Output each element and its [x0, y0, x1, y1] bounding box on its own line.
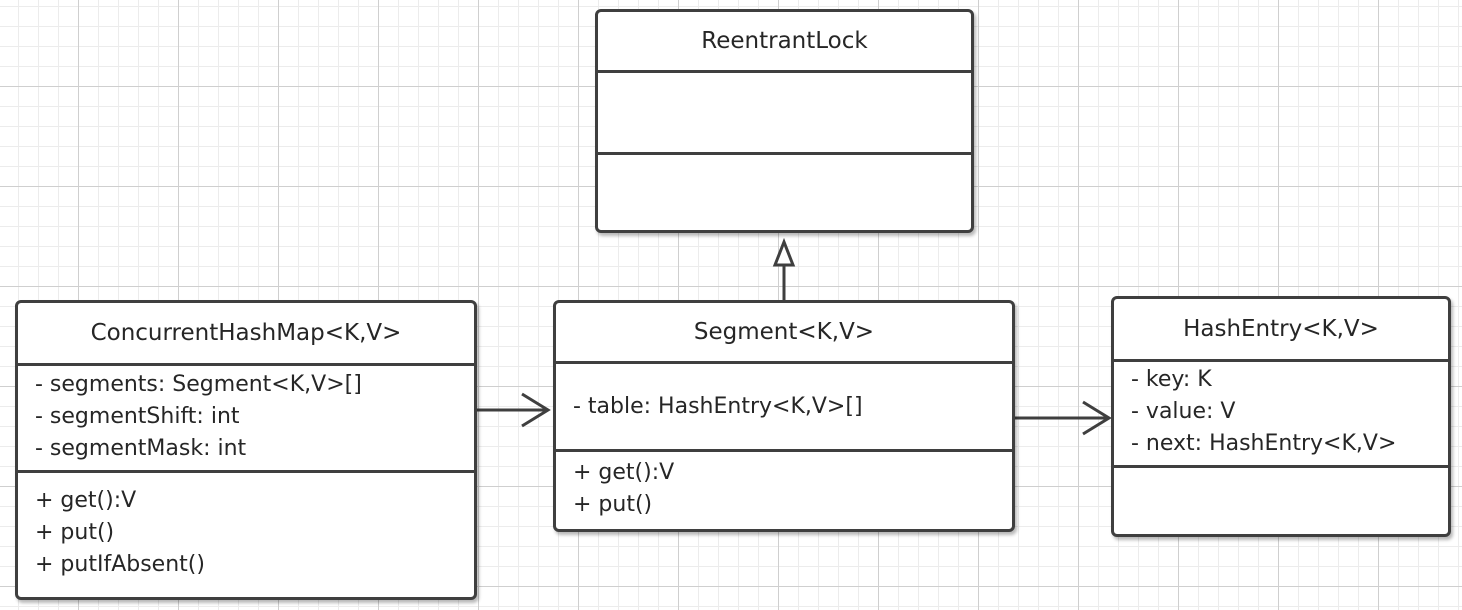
attribute: - segmentMask: int — [35, 436, 247, 461]
attribute: - segments: Segment<K,V>[] — [35, 372, 362, 397]
methods-section — [1114, 468, 1448, 534]
association-arrowhead-map-segment — [521, 392, 551, 428]
association-arrowhead-segment-entry — [1082, 400, 1112, 436]
class-hash-entry[interactable]: HashEntry<K,V> - key: K - value: V - nex… — [1111, 296, 1451, 537]
attributes-section: - key: K - value: V - next: HashEntry<K,… — [1114, 362, 1448, 468]
attribute: - key: K — [1131, 367, 1212, 392]
attributes-section: - table: HashEntry<K,V>[] — [556, 364, 1012, 452]
method: + get():V — [35, 488, 137, 513]
attribute: - table: HashEntry<K,V>[] — [573, 393, 863, 419]
class-concurrent-hash-map[interactable]: ConcurrentHashMap<K,V> - segments: Segme… — [15, 300, 477, 600]
attribute: - segmentShift: int — [35, 404, 240, 429]
attributes-section: - segments: Segment<K,V>[] - segmentShif… — [18, 366, 474, 473]
class-reentrant-lock[interactable]: ReentrantLock — [595, 9, 974, 233]
class-name: HashEntry<K,V> — [1114, 299, 1448, 362]
attributes-section — [598, 73, 971, 155]
method: + put() — [35, 520, 115, 545]
method: + putIfAbsent() — [35, 552, 205, 577]
method: + get():V — [573, 460, 675, 485]
class-name: Segment<K,V> — [556, 303, 1012, 364]
methods-section: + get():V + put() — [556, 452, 1012, 529]
class-name: ReentrantLock — [598, 12, 971, 73]
methods-section: + get():V + put() + putIfAbsent() — [18, 473, 474, 597]
attribute: - next: HashEntry<K,V> — [1131, 431, 1397, 456]
attribute: - value: V — [1131, 399, 1236, 424]
method: + put() — [573, 492, 653, 517]
class-name: ConcurrentHashMap<K,V> — [18, 303, 474, 366]
generalization-arrowhead — [772, 237, 796, 267]
methods-section — [598, 155, 971, 230]
class-segment[interactable]: Segment<K,V> - table: HashEntry<K,V>[] +… — [553, 300, 1015, 532]
